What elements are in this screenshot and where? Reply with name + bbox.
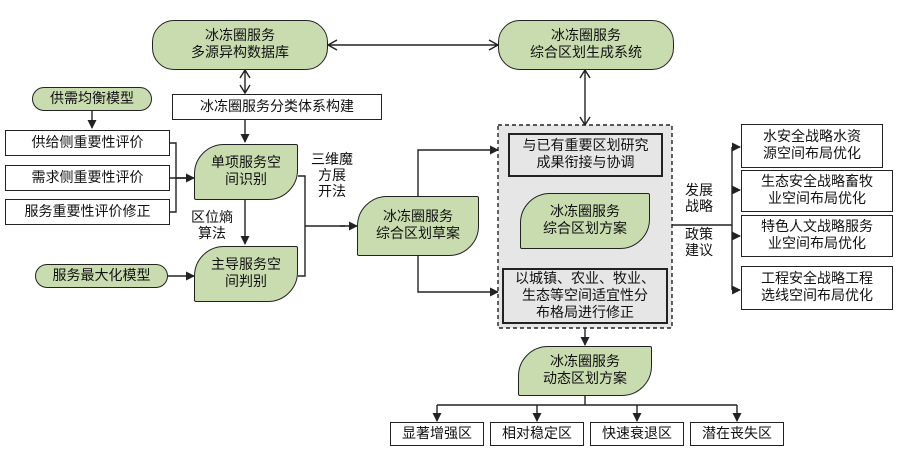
culture-strategy-node: 特色人文战略服务 业空间布局优化 (741, 215, 893, 257)
plan-node: 冰冻圈服务 综合区划方案 (520, 193, 650, 249)
supply-eval-node: 供给侧重要性评价 (5, 130, 170, 156)
entropy-label: 区位熵 算法 (191, 210, 233, 242)
classify-node: 冰冻圈服务分类体系构建 (172, 94, 382, 120)
database-node: 冰冻圈服务 多源异构数据库 (152, 20, 328, 70)
arrow-draft-revise (417, 256, 499, 297)
eco-strategy-node: 生态安全战略畜牧 业空间布局优化 (741, 170, 893, 212)
zone-rapid-decline: 快速衰退区 (590, 422, 684, 446)
double-arrow-db-gen (326, 39, 500, 51)
water-strategy-node: 水安全战略水资 源空间布局优化 (741, 124, 883, 168)
strategy-label: 发展 战略 (685, 183, 713, 215)
dominant-service-node: 主导服务空 间判别 (194, 246, 298, 302)
double-arrow-gen-panel (579, 68, 591, 127)
double-arrow-db-classify (239, 68, 251, 95)
service-eval-node: 服务重要性评价修正 (5, 199, 170, 225)
draft-node: 冰冻圈服务 综合区划草案 (357, 196, 479, 256)
mofang-label: 三维魔 方展 开法 (311, 152, 353, 200)
line-panel-branch (672, 147, 733, 290)
zone-significant-increase: 显著增强区 (390, 422, 484, 446)
generator-node: 冰冻圈服务 综合区划生成系统 (498, 20, 674, 70)
arrow-draft-coordinate (417, 145, 499, 196)
coordinate-node: 与已有重要区划研究 成果衔接与协调 (508, 133, 663, 177)
policy-label: 政策 建议 (685, 227, 713, 259)
single-service-node: 单项服务空 间识别 (194, 144, 298, 200)
line-dynamic-zones (437, 395, 737, 406)
dynamic-node: 冰冻圈服务 动态区划方案 (518, 346, 652, 396)
zone-potential-loss: 潜在丧失区 (690, 422, 784, 446)
engineering-strategy-node: 工程安全战略工程 选线空间布局优化 (741, 266, 893, 310)
revise-node: 以城镇、农业、牧业、 生态等空间适宜性分 布格局进行修正 (502, 268, 668, 324)
zone-relatively-stable: 相对稳定区 (490, 422, 584, 446)
max-model-node: 服务最大化模型 (35, 264, 168, 288)
bracket-single-dominant (298, 175, 345, 277)
supply-demand-model-node: 供需均衡模型 (32, 87, 152, 111)
demand-eval-node: 需求侧重要性评价 (5, 165, 170, 191)
